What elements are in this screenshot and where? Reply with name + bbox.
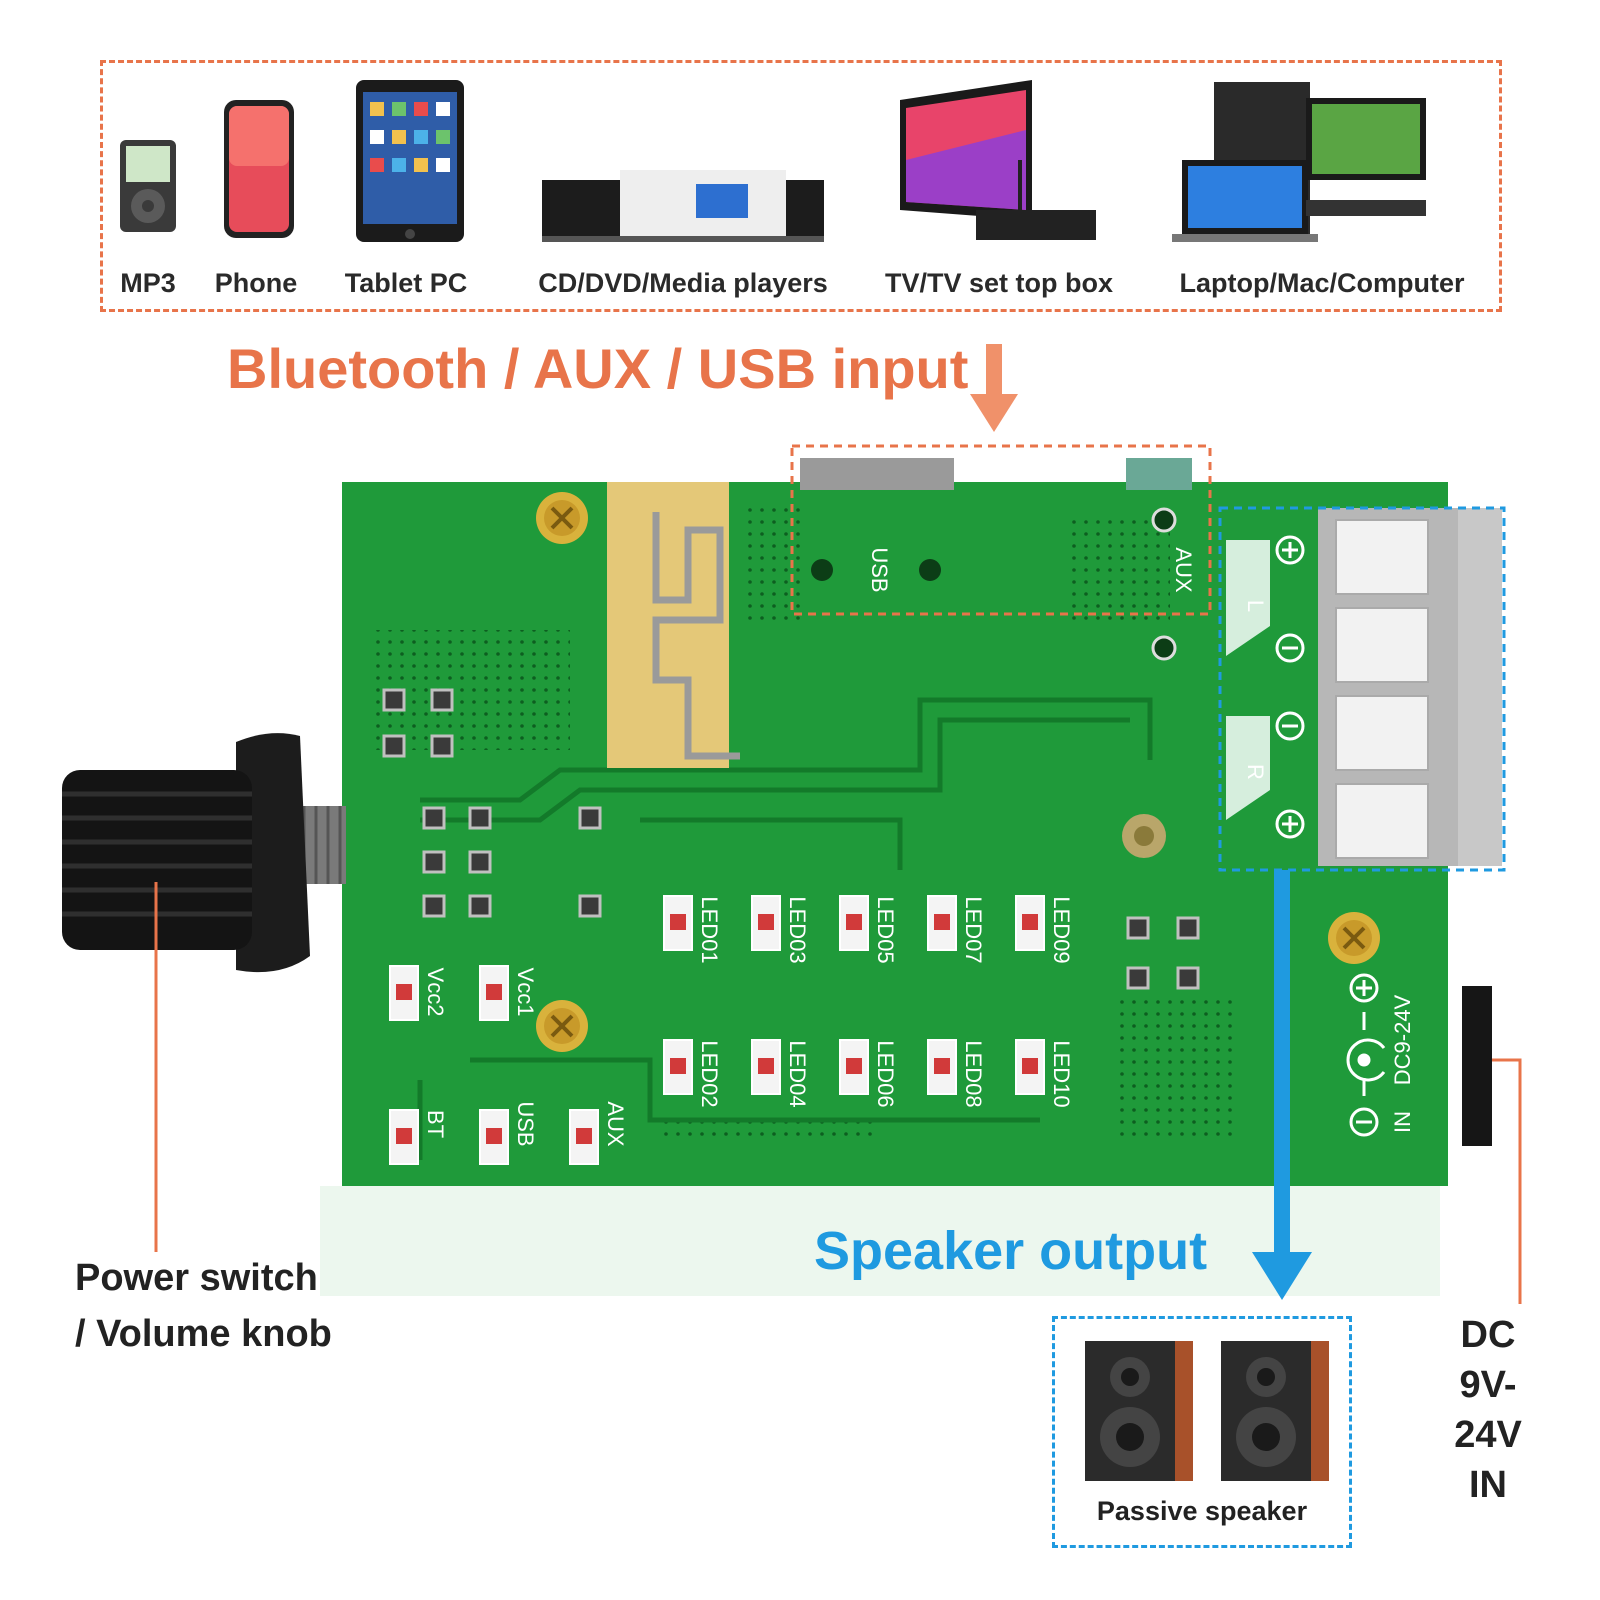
phone-icon [224, 100, 294, 238]
speaker-output-arrow-icon [1252, 870, 1312, 1300]
header-pins [382, 688, 1200, 990]
vcc2-marking: Vcc2 [423, 968, 448, 1017]
passive-speaker-box: Passive speaker [1052, 1316, 1352, 1548]
led04-marking: LED04 [785, 1040, 810, 1107]
volume-knob-icon [62, 733, 346, 973]
led08-marking: LED08 [961, 1040, 986, 1107]
source-label-media-players: CD/DVD/Media players [538, 268, 828, 298]
aux-port [1126, 458, 1192, 490]
led07-marking: LED07 [961, 896, 986, 963]
input-headline: Bluetooth / AUX / USB input [227, 337, 969, 400]
dc-input-label: DC 9V-24V IN [1428, 1310, 1548, 1510]
dc-power-jack [1462, 986, 1492, 1146]
speaker-output-highlight [1218, 506, 1506, 872]
left-channel-marking: L [1243, 600, 1268, 612]
led03-marking: LED03 [785, 896, 810, 963]
speaker-icon [1085, 1341, 1329, 1481]
bt-led-marking: BT [423, 1110, 448, 1138]
source-label-mp3: MP3 [120, 268, 176, 298]
knob-label-line2: / Volume knob [75, 1313, 332, 1355]
led09-marking: LED09 [1049, 896, 1074, 963]
source-label-tv: TV/TV set top box [884, 268, 1114, 298]
terminal-polarity-icons [1275, 535, 1305, 839]
usb-port [800, 458, 954, 490]
source-label-tablet: Tablet PC [344, 268, 468, 298]
mounting-screw-icon [536, 492, 588, 544]
usb-led-marking: USB [513, 1101, 538, 1146]
bluetooth-antenna [607, 482, 729, 768]
vcc1-marking: Vcc1 [513, 968, 538, 1017]
led05-marking: LED05 [873, 896, 898, 963]
aux-led-marking: AUX [603, 1101, 628, 1147]
board-reflection [320, 1186, 1440, 1296]
led06-marking: LED06 [873, 1040, 898, 1107]
mp3-player-icon [120, 140, 176, 232]
led01-marking: LED01 [697, 896, 722, 963]
usb-port-marking: USB [867, 547, 892, 592]
led10-marking: LED10 [1049, 1040, 1074, 1107]
led02-marking: LED02 [697, 1040, 722, 1107]
source-icons [120, 80, 1426, 242]
source-label-computer: Laptop/Mac/Computer [1179, 268, 1465, 298]
tv-icon [900, 80, 1096, 240]
dc-label-line3: IN [1469, 1464, 1507, 1506]
passive-speaker-caption: Passive speaker [1096, 1496, 1308, 1526]
speaker-output-headline: Speaker output [814, 1221, 1208, 1281]
aux-port-marking: AUX [1171, 547, 1196, 593]
dc-pointer-line [1492, 1058, 1522, 1304]
tablet-icon [356, 80, 464, 242]
speaker-terminals [1335, 519, 1429, 859]
right-channel-marking: R [1243, 764, 1268, 780]
knob-label-line1: Power switch [75, 1257, 318, 1299]
input-sources-box [100, 60, 1502, 312]
computer-icon [1172, 82, 1426, 242]
source-label-phone: Phone [214, 268, 298, 298]
dc-label-line2: 9V-24V [1454, 1364, 1522, 1456]
media-player-icon [542, 170, 824, 242]
dc-label-line1: DC [1460, 1314, 1516, 1356]
input-arrow-icon [970, 344, 1018, 432]
in-marking: IN [1390, 1111, 1415, 1133]
dc-polarity-icons [1346, 973, 1386, 1137]
dc-voltage-marking: DC9-24V [1390, 994, 1415, 1085]
